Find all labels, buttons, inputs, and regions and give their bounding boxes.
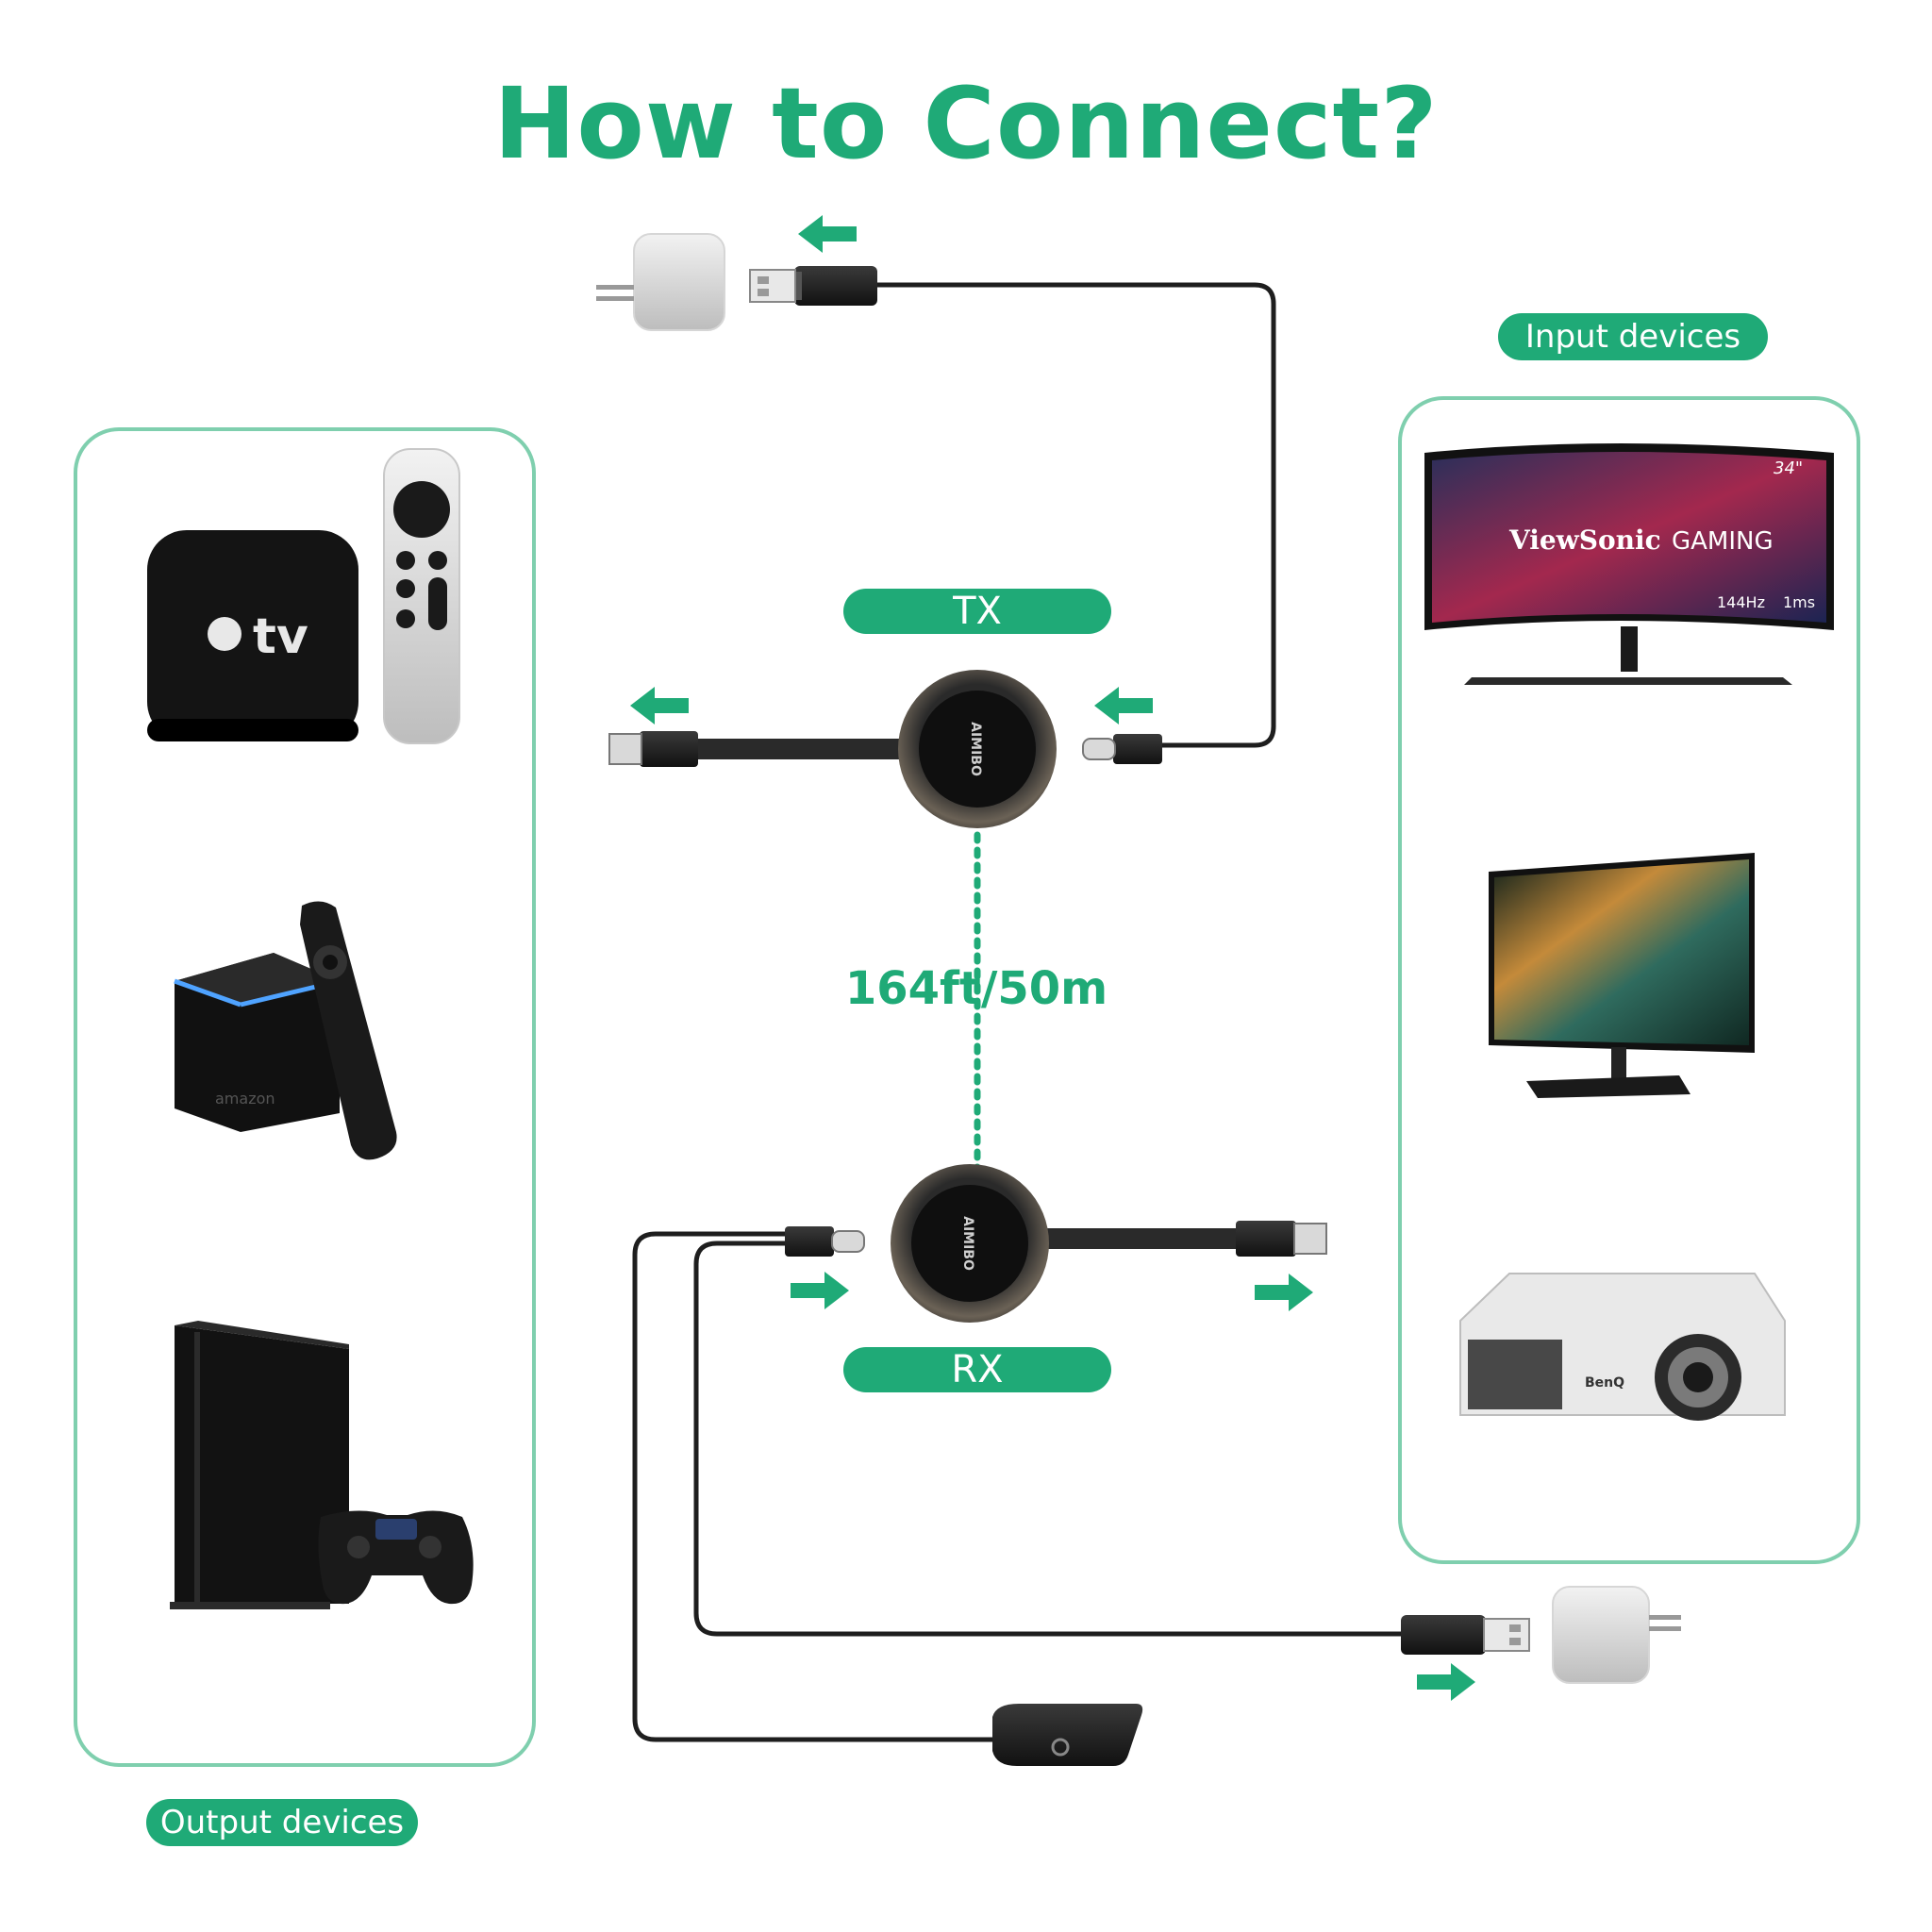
arrow-right-icon-rx-usbc	[791, 1272, 849, 1309]
usb-power-adapter-icon-bottom	[1552, 1586, 1681, 1684]
monitor-size-text: 34"	[1774, 458, 1803, 478]
arrow-left-icon-tx-hdmi	[630, 687, 689, 724]
rx-receiver-icon: AIMIBO	[891, 1164, 1049, 1323]
monitor-response-text: 1ms	[1783, 593, 1815, 611]
tx-hdmi-plug-icon	[608, 731, 698, 767]
tx-label: TX	[843, 589, 1111, 634]
arrow-right-icon-bottom	[1417, 1663, 1475, 1701]
apple-tv-logo-text: tv	[253, 608, 308, 665]
output-devices-label: Output devices	[146, 1799, 418, 1846]
usb-a-plug-icon-bottom	[1401, 1615, 1530, 1655]
rx-flat-cable	[1047, 1228, 1255, 1249]
projector-brand-text: BenQ	[1585, 1375, 1624, 1391]
tx-power-cable	[877, 282, 1276, 748]
flat-monitor-icon	[1489, 853, 1755, 1098]
rx-power-cable	[693, 1241, 1401, 1637]
wireless-ir-sensor-icon	[992, 1704, 1143, 1766]
monitor-series-text: GAMING	[1672, 527, 1774, 556]
monitor-refresh-text: 144Hz	[1717, 593, 1765, 611]
tx-brand-text: AIMIBO	[968, 722, 983, 776]
ps4-controller-icon	[318, 1510, 474, 1605]
usb-power-adapter-icon-top	[596, 233, 725, 331]
tx-flat-cable	[698, 739, 915, 759]
apple-tv-box-icon: tv	[147, 530, 358, 741]
arrow-left-icon-tx-usbc	[1094, 687, 1153, 724]
rx-brand-text: AIMIBO	[960, 1216, 975, 1271]
ir-sensor-cable	[632, 1231, 1000, 1742]
apple-remote-icon	[383, 448, 460, 744]
curved-monitor-icon: ViewSonic GAMING 34" 144Hz 1ms	[1424, 443, 1834, 685]
usb-a-plug-icon-top	[749, 266, 877, 306]
tx-transmitter-icon: AIMIBO	[898, 670, 1057, 828]
input-devices-label: Input devices	[1498, 313, 1768, 360]
projector-icon: BenQ	[1459, 1273, 1786, 1421]
rx-label: RX	[843, 1347, 1111, 1392]
arrow-right-icon-rx-hdmi	[1255, 1274, 1313, 1311]
fire-remote-icon	[300, 901, 397, 1160]
rx-usb-c-plug-icon	[785, 1226, 865, 1257]
monitor-brand-text: ViewSonic	[1508, 525, 1661, 556]
ps4-console-icon	[170, 1321, 349, 1609]
fire-tv-cube-icon: amazon	[174, 953, 341, 1132]
fire-tv-brand-text: amazon	[215, 1090, 275, 1108]
rx-hdmi-plug-icon	[1236, 1221, 1327, 1257]
page-title: How to Connect?	[493, 66, 1439, 181]
tx-usb-c-plug-icon	[1082, 734, 1162, 764]
arrow-left-icon-top	[798, 215, 857, 253]
